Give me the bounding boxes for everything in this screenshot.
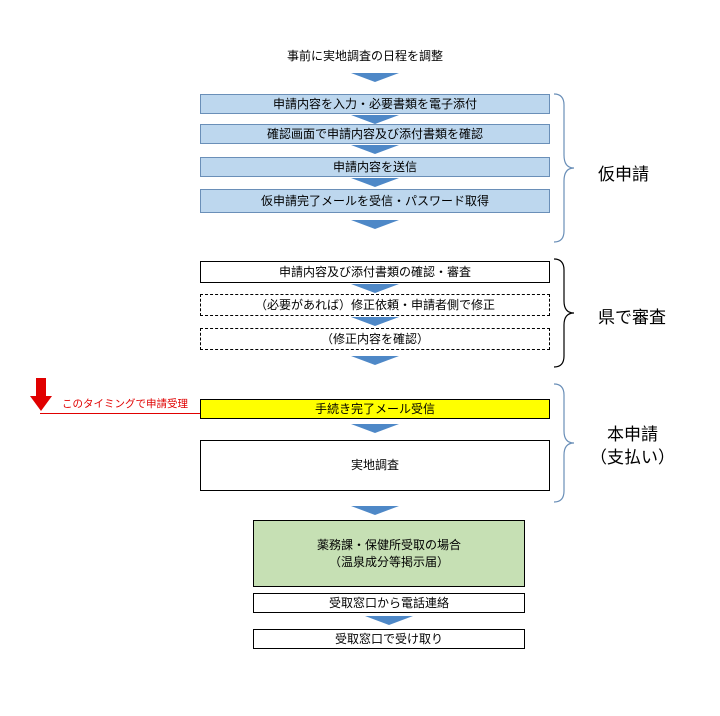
arrow-down-icon [351, 506, 399, 515]
arrow-down-icon [351, 220, 399, 229]
review-step-2: （必要があれば）修正依頼・申請者側で修正 [200, 294, 550, 316]
provisional-step-1: 申請内容を入力・必要書類を電子添付 [200, 94, 550, 114]
red-down-arrow-icon [30, 378, 52, 411]
arrow-down-icon [351, 317, 399, 326]
main-step-2: 実地調査 [200, 440, 550, 491]
provisional-step-4: 仮申請完了メールを受信・パスワード取得 [200, 189, 550, 213]
review-brace [553, 258, 575, 368]
provisional-brace [553, 93, 575, 243]
pickup-condition-line1: 薬務課・保健所受取の場合 [316, 538, 461, 553]
intro-text: 事前に実地調査の日程を調整 [287, 49, 444, 63]
main-label-line2: （支払い） [590, 447, 675, 468]
timing-underline [40, 413, 202, 414]
main-label-line1: 本申請 [607, 425, 658, 445]
review-step-1: 申請内容及び添付書類の確認・審査 [200, 261, 550, 283]
arrow-down-icon [351, 356, 399, 365]
pickup-condition: 薬務課・保健所受取の場合 （温泉成分等掲示届） [253, 520, 525, 587]
main-step-1: 手続き完了メール受信 [200, 399, 550, 419]
arrow-down-icon [351, 284, 399, 293]
provisional-step-2: 確認画面で申請内容及び添付書類を確認 [200, 124, 550, 144]
provisional-label: 仮申請 [598, 165, 649, 185]
review-label: 県で審査 [598, 308, 666, 328]
arrow-down-icon [351, 115, 399, 124]
arrow-down-icon [351, 73, 399, 82]
arrow-down-icon [351, 424, 399, 433]
after-step-1: 受取窓口から電話連絡 [253, 593, 525, 613]
review-step-3: （修正内容を確認） [200, 328, 550, 350]
arrow-down-icon [365, 616, 413, 625]
after-step-2: 受取窓口で受け取り [253, 629, 525, 649]
arrow-down-icon [351, 145, 399, 154]
pickup-condition-line2: （温泉成分等掲示届） [328, 554, 449, 569]
main-brace [553, 383, 575, 503]
provisional-step-3: 申請内容を送信 [200, 157, 550, 177]
arrow-down-icon [351, 178, 399, 187]
timing-note: このタイミングで申請受理 [62, 398, 188, 410]
main-label: 本申請 （支払い） [590, 424, 675, 470]
